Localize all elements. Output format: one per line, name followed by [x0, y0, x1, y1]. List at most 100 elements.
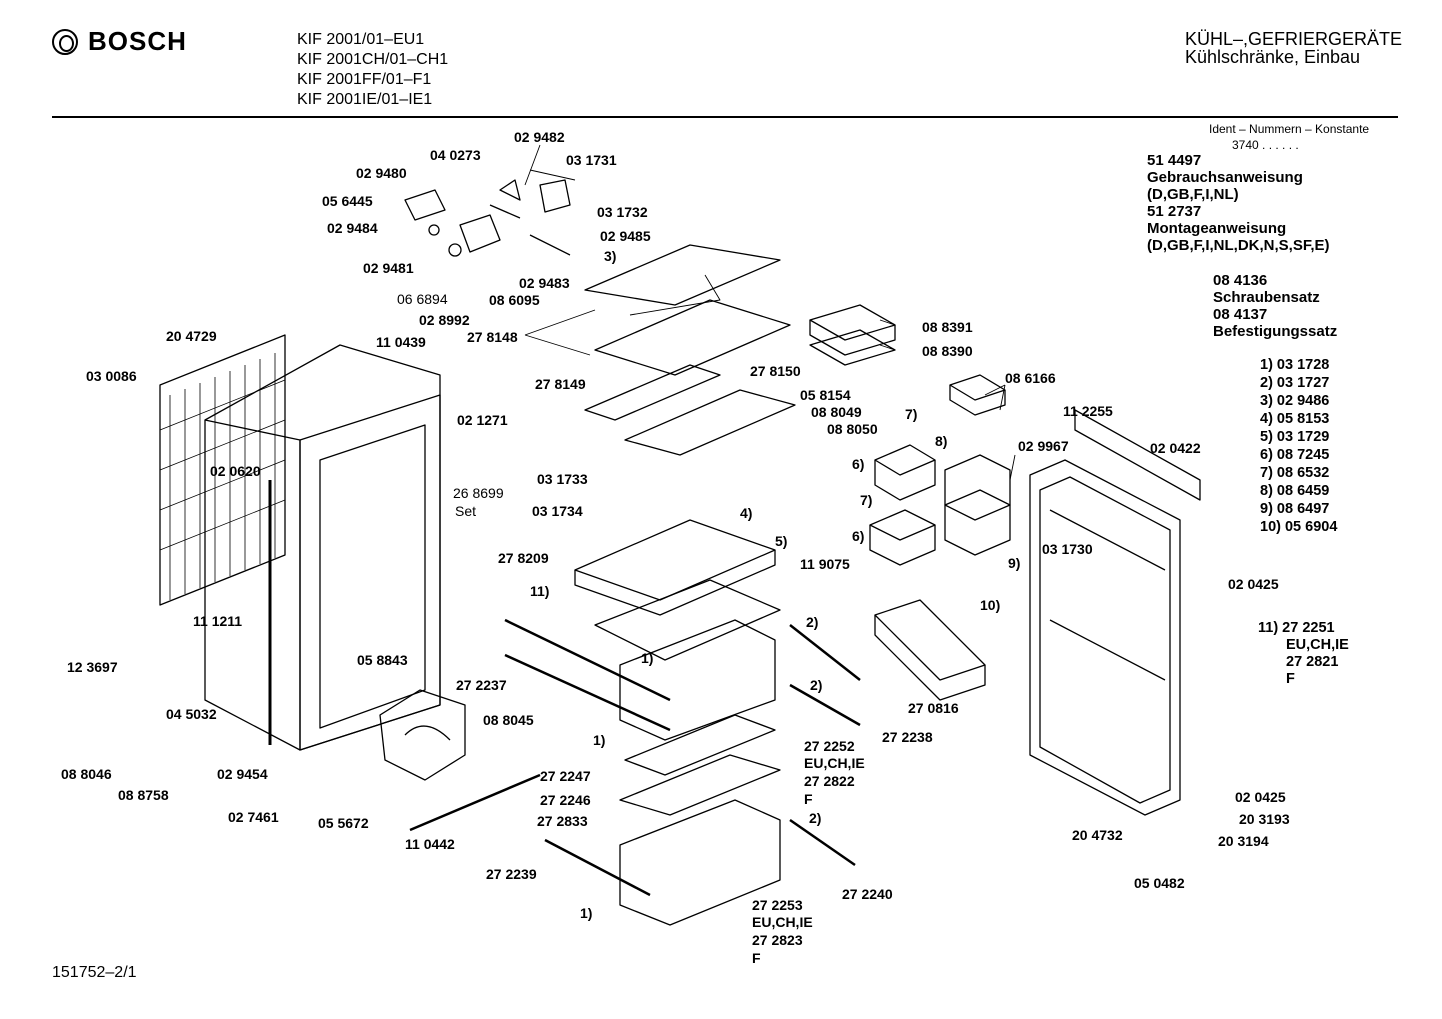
part-number-label: 02 9454 — [217, 766, 268, 782]
part-number-label: 02 9482 — [514, 129, 565, 145]
footnote: 2) 03 1727 — [1260, 375, 1330, 391]
part-number-label: 02 0425 — [1235, 789, 1286, 805]
part-number-label: 9) — [1008, 555, 1021, 571]
part-number-label: 05 6445 — [322, 193, 373, 209]
part-number-label: 08 8046 — [61, 766, 112, 782]
model-number: KIF 2001FF/01–F1 — [297, 71, 432, 88]
part-number-label: 08 8049 — [811, 404, 862, 420]
glass-shelves — [584, 244, 796, 456]
ident-title: Ident – Nummern – Konstante — [1209, 122, 1370, 136]
part-number-label: 20 3193 — [1239, 811, 1290, 827]
drawer-rails — [409, 618, 861, 897]
part-number-label: 08 6166 — [1005, 370, 1056, 386]
part-number-label: 11 9075 — [800, 556, 850, 572]
doc-line: (D,GB,F,I,NL,DK,N,S,SF,E) — [1147, 237, 1330, 254]
footnote: 7) 08 6532 — [1260, 465, 1330, 481]
door-shelf — [874, 599, 986, 701]
part-number-label: 08 8050 — [827, 421, 878, 437]
part-number-label: 02 9481 — [363, 260, 414, 276]
part-number-label: 08 6095 — [489, 292, 540, 308]
part-number-label: 08 8390 — [922, 343, 973, 359]
part-number-label: 04 0273 — [430, 147, 481, 163]
part-number-label: 20 4732 — [1072, 827, 1123, 843]
model-list: KIF 2001/01–EU1 KIF 2001CH/01–CH1 KIF 20… — [297, 30, 448, 110]
part-number-label: 05 8154 — [800, 387, 851, 403]
part-number-label: 3) — [604, 248, 617, 264]
part-number-label: 02 9480 — [356, 165, 407, 181]
model-number: KIF 2001IE/01–IE1 — [297, 91, 433, 108]
kit-line: 08 4137 — [1213, 306, 1268, 323]
footnote: EU,CH,IE — [1286, 637, 1349, 653]
door-panel — [1029, 409, 1201, 816]
brand-name: BOSCH — [88, 26, 187, 56]
part-number-label: 02 0620 — [210, 463, 261, 479]
part-number-label: 27 2833 — [537, 813, 588, 829]
doc-line: 51 4497 — [1147, 152, 1202, 169]
butter-boxes — [809, 304, 896, 366]
part-number-label: Set — [455, 503, 477, 519]
part-number-label: 08 8758 — [118, 787, 169, 803]
footnote: 3) 02 9486 — [1260, 393, 1330, 409]
footnote: 6) 08 7245 — [1260, 447, 1330, 463]
part-number-label: 20 3194 — [1218, 833, 1269, 849]
part-number-label: 7) — [905, 406, 918, 422]
kit-line: Befestigungssatz — [1213, 323, 1338, 340]
footnote: 1) 03 1728 — [1260, 357, 1330, 373]
leader-lines — [524, 144, 1016, 481]
footnote: F — [1286, 671, 1295, 687]
part-number-label: 10) — [980, 597, 1001, 613]
part-number-label: 05 8843 — [357, 652, 408, 668]
part-number-label: 7) — [860, 492, 873, 508]
part-number-label: F — [804, 791, 813, 807]
part-number-label: 8) — [935, 433, 948, 449]
part-number-label: 27 2253 — [752, 897, 803, 913]
category-heading: KÜHL–,GEFRIERGERÄTE Kühlschränke, Einbau — [1185, 30, 1402, 66]
footnote: 11) 27 2251 — [1258, 620, 1335, 636]
crisper-drawers — [574, 519, 781, 926]
part-number-label: 27 2246 — [540, 792, 591, 808]
part-number-label: 02 0422 — [1150, 440, 1201, 456]
part-number-label: 27 8150 — [750, 363, 801, 379]
thermostat-assembly — [404, 179, 571, 257]
part-number-label: 03 1732 — [597, 204, 648, 220]
part-number-label: 27 2238 — [882, 729, 933, 745]
part-number-label: 20 4729 — [166, 328, 217, 344]
part-number-label: 02 8992 — [419, 312, 470, 328]
fan-housing — [379, 689, 466, 781]
kit-references: 08 4136 Schraubensatz 08 4137 Befestigun… — [1213, 272, 1337, 340]
footnote: 4) 05 8153 — [1260, 411, 1330, 427]
part-number-label: 6) — [852, 528, 865, 544]
part-number-label: 11 0439 — [376, 334, 426, 350]
part-number-label: 05 0482 — [1134, 875, 1185, 891]
part-number-label: 27 2822 — [804, 773, 855, 789]
part-number-label: 27 2240 — [842, 886, 893, 902]
part-number-label: 02 9483 — [519, 275, 570, 291]
part-number-label: 03 1734 — [532, 503, 583, 519]
part-number-label: 02 9485 — [600, 228, 651, 244]
part-number-label: 27 2237 — [456, 677, 507, 693]
doc-line: Gebrauchsanweisung — [1147, 169, 1303, 186]
header-divider — [52, 116, 1398, 118]
model-number: KIF 2001/01–EU1 — [297, 31, 425, 48]
model-number: KIF 2001CH/01–CH1 — [297, 51, 449, 68]
part-number-label: 2) — [809, 810, 822, 826]
part-number-label: 08 8045 — [483, 712, 534, 728]
part-number-label: 27 2247 — [540, 768, 591, 784]
part-number-label: 03 1731 — [566, 152, 617, 168]
documentation-list: 51 4497 Gebrauchsanweisung (D,GB,F,I,NL)… — [1147, 152, 1330, 254]
footnote: 5) 03 1729 — [1260, 429, 1330, 445]
part-number-label: 02 7461 — [228, 809, 279, 825]
part-number-label: 2) — [806, 614, 819, 630]
part-number-label: 1) — [641, 650, 654, 666]
part-number-label: 11 1211 — [193, 613, 243, 629]
part-number-label: 03 0086 — [86, 368, 137, 384]
part-number-label: 6) — [852, 456, 865, 472]
part-number-label: 02 9967 — [1018, 438, 1069, 454]
part-number-label: 27 8209 — [498, 550, 549, 566]
part-number-label: 1) — [580, 905, 593, 921]
doc-line: Montageanweisung — [1147, 220, 1287, 237]
footnote: 8) 08 6459 — [1260, 483, 1330, 499]
part-number-label: 5) — [775, 533, 788, 549]
part-number-label: 04 5032 — [166, 706, 217, 722]
